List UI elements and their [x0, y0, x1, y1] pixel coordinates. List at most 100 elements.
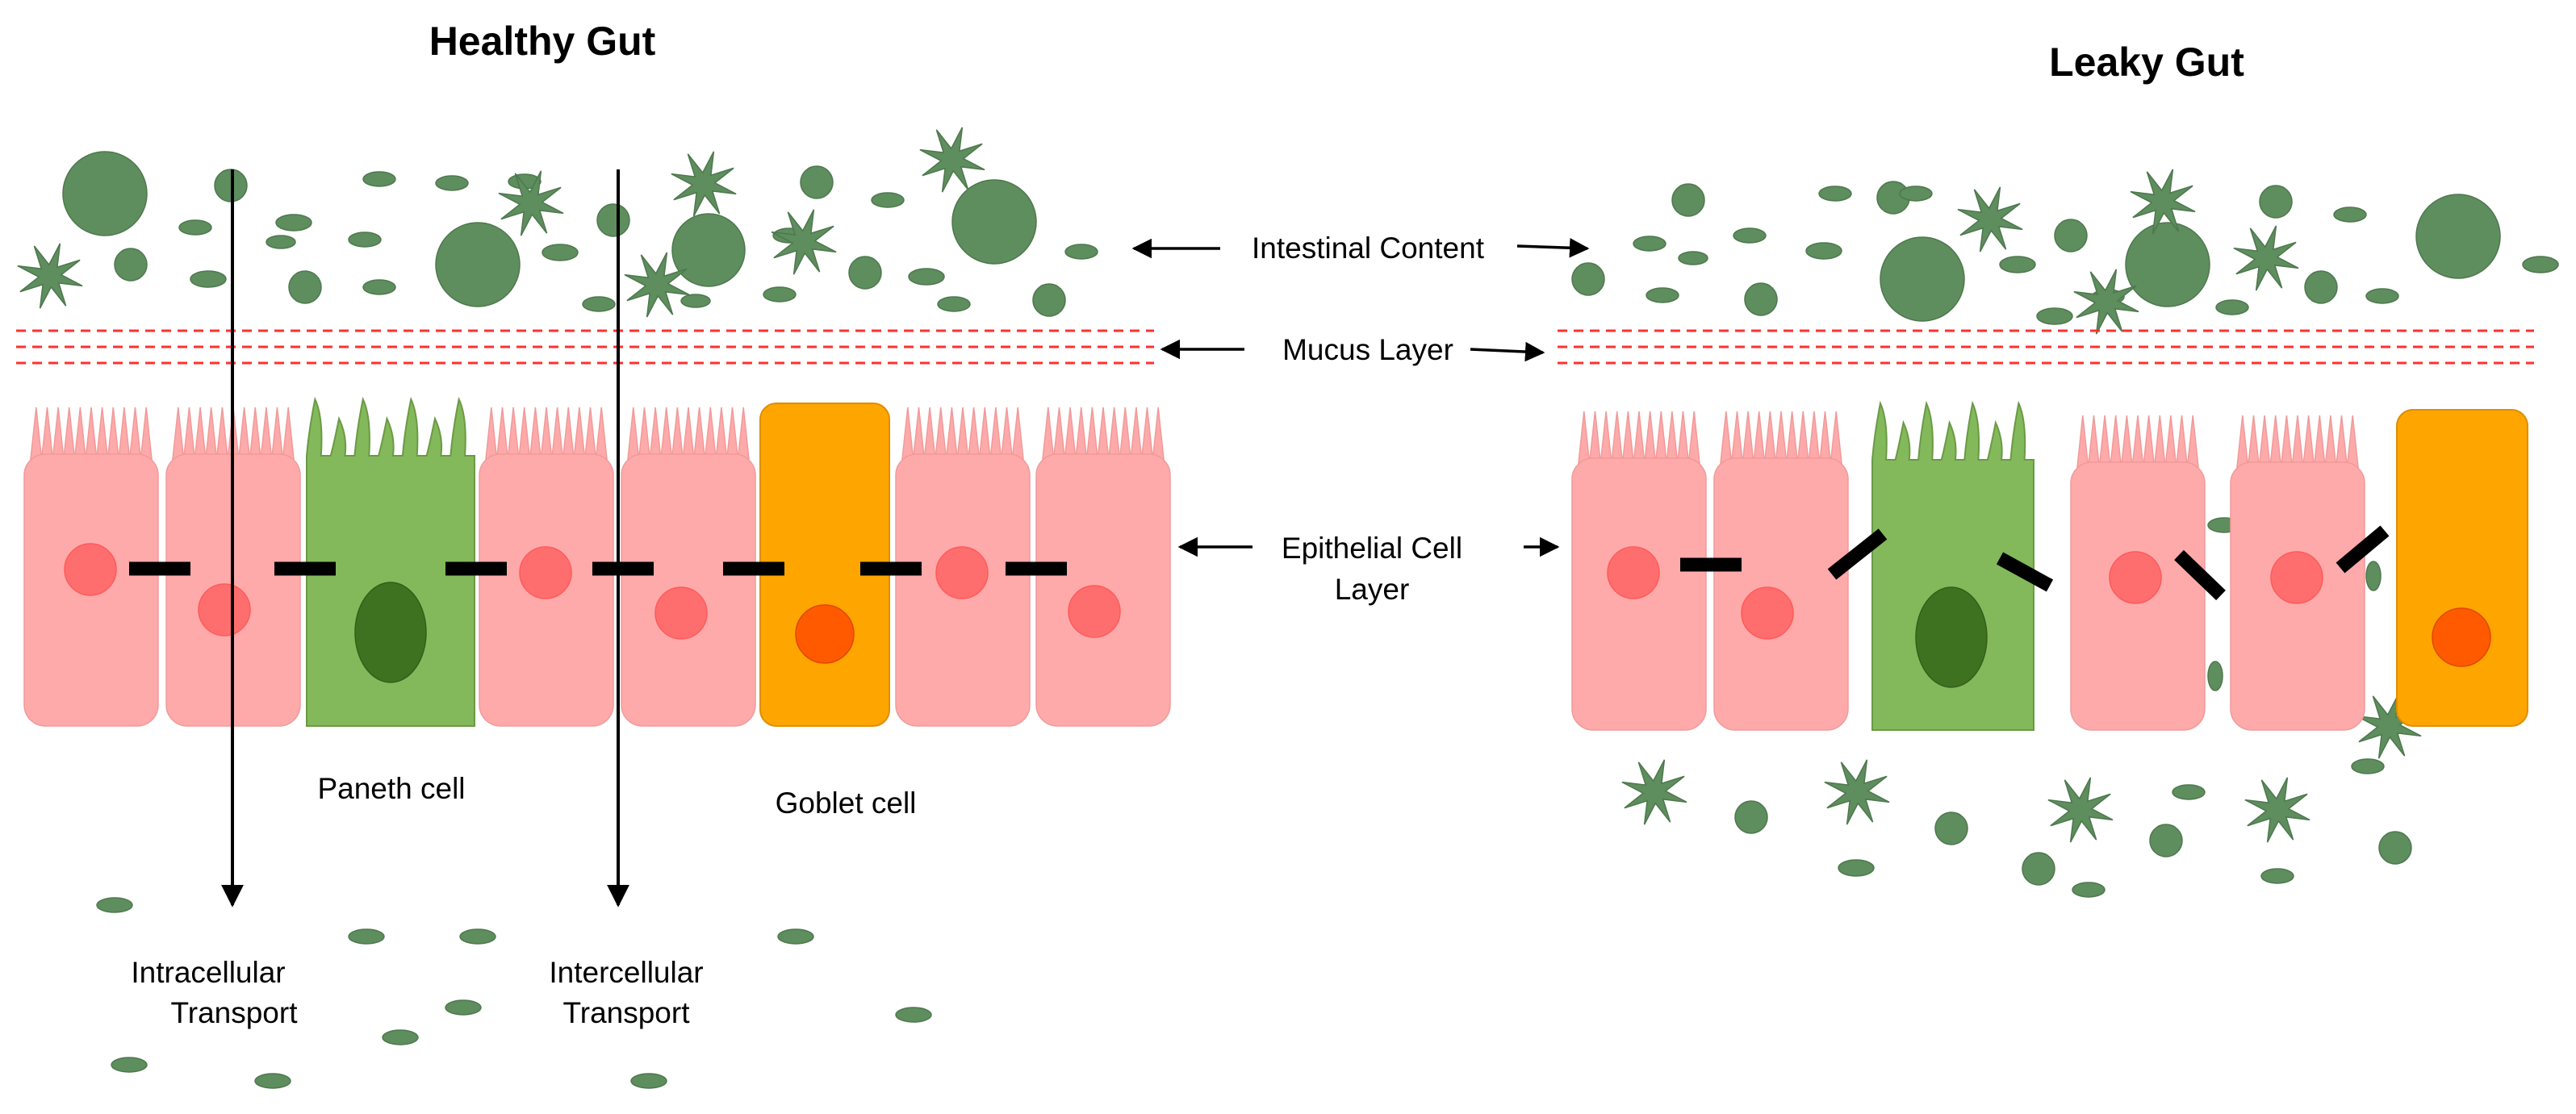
particle-oval	[1633, 236, 1666, 252]
intestinal-content-arrow-right	[1516, 237, 1590, 258]
particle-oval	[777, 928, 814, 945]
microvilli	[1578, 411, 1700, 464]
microvilli	[901, 407, 1024, 460]
particle-oval	[348, 232, 382, 248]
particle-oval	[362, 279, 396, 295]
particle-oval	[190, 270, 227, 288]
enterocyte-nucleus	[64, 543, 117, 596]
enterocyte-nucleus	[935, 546, 989, 599]
intestinal-content-particles-leaky	[1571, 169, 2559, 335]
microvilli	[1042, 407, 1165, 460]
particle-circle	[1571, 262, 1605, 296]
particle-star	[2244, 777, 2310, 843]
microvilli	[2076, 415, 2199, 468]
microvilli	[627, 407, 750, 460]
particle-star	[1824, 759, 1890, 825]
particle-circle	[1934, 812, 1968, 845]
enterocyte-cell	[1035, 407, 1171, 727]
particle-star	[17, 243, 83, 309]
goblet-nucleus	[2432, 607, 2491, 667]
particle-oval	[908, 268, 945, 286]
particle-oval	[871, 192, 905, 208]
particle-circle	[2022, 852, 2055, 886]
goblet-body	[2396, 409, 2528, 727]
particle-oval	[2522, 256, 2559, 273]
epithelial-cell-layer-leaky	[1571, 400, 2528, 731]
particle-oval	[1805, 242, 1842, 260]
particle-oval	[2351, 758, 2385, 774]
particle-oval	[2365, 561, 2382, 591]
particle-oval	[459, 928, 496, 945]
particle-oval	[2036, 307, 2073, 325]
enterocyte-cell	[895, 407, 1031, 727]
particle-circle	[1744, 282, 1778, 316]
label-epithelial-cell: Epithelial Cell	[1282, 532, 1462, 565]
particle-circle	[2304, 270, 2338, 304]
particle-oval	[266, 235, 296, 249]
particle-circle	[62, 151, 148, 236]
paneth-cell	[1871, 400, 2034, 731]
enterocyte-cell	[23, 407, 159, 727]
paneth-cell	[306, 396, 475, 727]
particle-circle	[1880, 236, 1965, 322]
enterocyte-cell	[2230, 415, 2365, 731]
particle-circle	[2149, 824, 2183, 857]
enterocyte-cell	[1571, 411, 1707, 731]
mucus-layer-arrow-right	[1470, 341, 1545, 362]
particle-oval	[582, 296, 616, 312]
particle-oval	[275, 214, 312, 232]
particle-oval	[1999, 256, 2036, 273]
epithelial-cell-layer-healthy	[23, 396, 1171, 727]
particle-star	[2130, 169, 2196, 235]
particle-star	[1621, 759, 1687, 825]
particle-circle	[1032, 283, 1066, 317]
particle-star	[919, 127, 985, 193]
particle-star	[771, 209, 837, 275]
microvilli	[2236, 415, 2359, 468]
tight-junctions	[129, 525, 2390, 601]
particle-circle	[2378, 831, 2412, 865]
particle-oval	[111, 1057, 148, 1073]
paneth-nucleus	[1915, 586, 1988, 688]
microvilli	[485, 407, 608, 460]
particle-oval	[1733, 227, 1767, 244]
enterocyte-nucleus	[1068, 585, 1121, 638]
label-paneth-cell: Paneth cell	[317, 772, 465, 805]
particle-oval	[1899, 186, 1933, 202]
enterocyte-nucleus	[1607, 546, 1660, 599]
label-intestinal-content: Intestinal Content	[1252, 232, 1485, 265]
title-healthy-gut: Healthy Gut	[429, 19, 656, 64]
enterocyte-nucleus	[1741, 586, 1794, 640]
mucus-layer-healthy	[16, 329, 1154, 365]
label-intercellular-transport: Transport	[563, 996, 691, 1029]
particle-oval	[680, 294, 711, 308]
particle-circle	[2415, 194, 2501, 279]
particle-circle	[2054, 219, 2088, 252]
particle-circle	[2125, 222, 2210, 307]
particle-circle	[1734, 800, 1768, 834]
paneth-body	[306, 396, 475, 727]
particle-star	[671, 151, 737, 217]
enterocyte-cell	[2070, 415, 2206, 731]
microvilli	[30, 407, 153, 460]
particle-oval	[2365, 288, 2399, 304]
particle-oval	[2072, 882, 2106, 898]
particle-oval	[630, 1073, 667, 1089]
enterocyte-nucleus	[2270, 551, 2323, 604]
enterocyte-cell	[479, 407, 614, 727]
particle-oval	[348, 928, 385, 945]
particle-circle	[114, 248, 148, 282]
absorbed-particles-healthy	[96, 897, 932, 1089]
enterocyte-nucleus	[198, 583, 251, 636]
particle-star	[2073, 269, 2139, 335]
particle-star	[1957, 186, 2023, 252]
paneth-nucleus	[354, 582, 427, 683]
particle-oval	[937, 296, 971, 312]
particle-oval	[2207, 661, 2223, 691]
enterocyte-cell	[621, 407, 756, 727]
goblet-cell	[2396, 409, 2528, 727]
particle-oval	[1646, 287, 1679, 303]
particle-oval	[254, 1073, 291, 1089]
paneth-body	[1871, 400, 2034, 731]
